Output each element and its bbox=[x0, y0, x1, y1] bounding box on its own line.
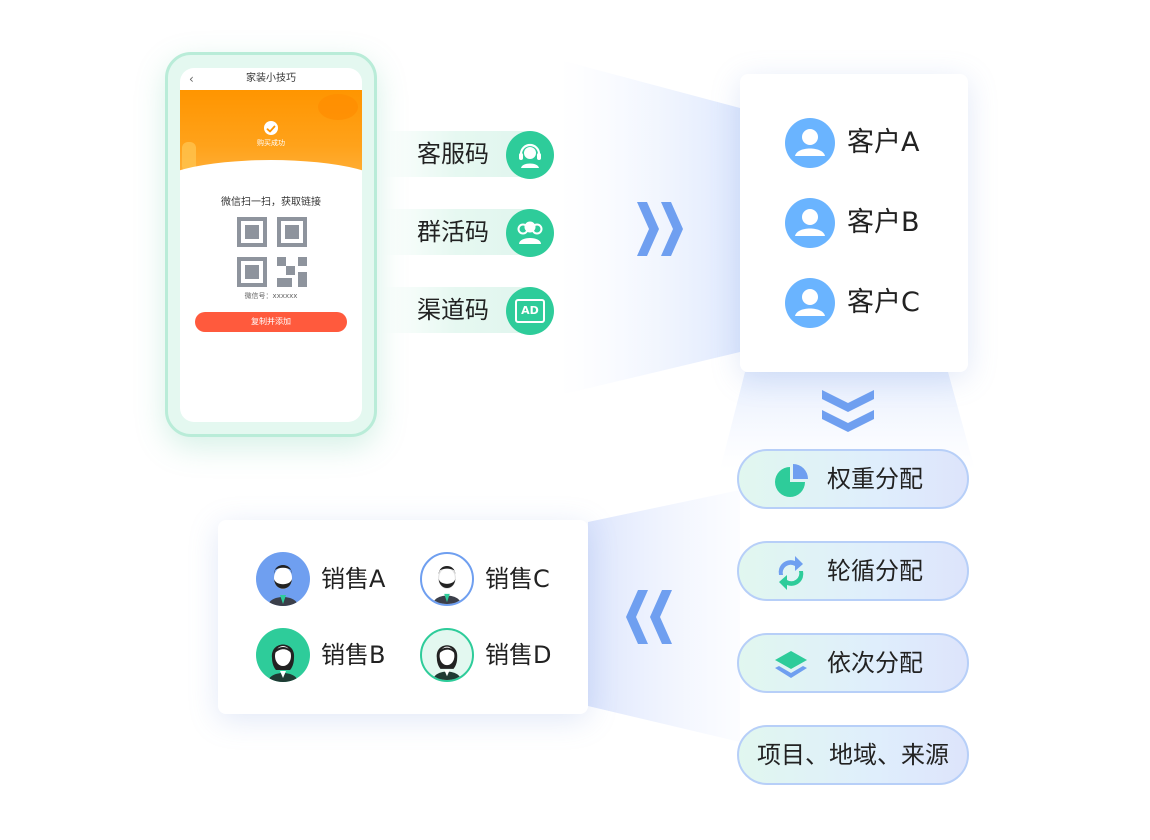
back-icon[interactable]: ‹ bbox=[189, 72, 194, 86]
method-weight: 权重分配 bbox=[737, 449, 969, 509]
banner-decoration bbox=[318, 94, 358, 120]
sales-card: 销售A 销售B 销售C bbox=[218, 520, 588, 714]
copy-add-button[interactable]: 复制并添加 bbox=[195, 312, 347, 332]
customer-item: 客户A bbox=[785, 118, 965, 170]
sales-item: 销售B bbox=[256, 628, 406, 684]
method-label: 权重分配 bbox=[827, 465, 923, 493]
sales-label: 销售C bbox=[485, 565, 550, 593]
ad-icon: AD bbox=[506, 287, 554, 335]
code-label: 客服码 bbox=[417, 140, 489, 168]
code-label: 渠道码 bbox=[417, 296, 489, 324]
male-avatar-icon bbox=[256, 552, 310, 606]
male-avatar-icon bbox=[420, 552, 474, 606]
layers-icon bbox=[775, 651, 807, 678]
female-avatar-icon bbox=[420, 628, 474, 682]
headset-icon bbox=[506, 131, 554, 179]
check-icon bbox=[264, 121, 278, 135]
success-text: 购买成功 bbox=[257, 139, 285, 147]
pie-chart-icon bbox=[775, 464, 808, 497]
customer-card: 客户A 客户B 客户C bbox=[740, 74, 968, 372]
sales-label: 销售B bbox=[321, 641, 386, 669]
method-sequential: 依次分配 bbox=[737, 633, 969, 693]
wechat-id: 微信号：xxxxxx bbox=[244, 292, 298, 300]
method-label: 轮循分配 bbox=[827, 557, 923, 585]
code-pill-service: 客服码 bbox=[380, 131, 554, 179]
code-pill-group: 群活码 bbox=[380, 209, 554, 257]
phone-screen: 家装小技巧 ‹ 购买成功 微信扫一扫，获取链接 微信号：xxxxxx 复制并添加 bbox=[180, 68, 362, 422]
method-label: 项目、地域、来源 bbox=[757, 741, 949, 769]
customer-avatar-icon bbox=[785, 278, 835, 328]
customer-item: 客户B bbox=[785, 198, 965, 250]
method-project-region-source: 项目、地域、来源 bbox=[737, 725, 969, 785]
customer-label: 客户C bbox=[847, 287, 920, 318]
group-icon bbox=[506, 209, 554, 257]
sales-label: 销售A bbox=[321, 565, 386, 593]
double-chevron-down-icon bbox=[822, 390, 874, 432]
double-chevron-right-icon bbox=[637, 202, 683, 256]
method-label: 依次分配 bbox=[827, 649, 923, 677]
customer-label: 客户B bbox=[847, 207, 920, 238]
sales-item: 销售A bbox=[256, 552, 406, 608]
double-chevron-left-icon bbox=[626, 590, 672, 644]
code-label: 群活码 bbox=[417, 218, 489, 246]
sales-item: 销售C bbox=[420, 552, 570, 608]
scan-instruction: 微信扫一扫，获取链接 bbox=[221, 197, 321, 208]
banner-curve bbox=[180, 160, 362, 220]
banner-decoration bbox=[182, 142, 196, 172]
ad-icon-text: AD bbox=[515, 299, 545, 323]
cycle-icon bbox=[778, 556, 804, 590]
customer-label: 客户A bbox=[847, 127, 920, 158]
customer-avatar-icon bbox=[785, 118, 835, 168]
method-round-robin: 轮循分配 bbox=[737, 541, 969, 601]
customer-item: 客户C bbox=[785, 278, 965, 330]
code-pill-channel: 渠道码 AD bbox=[380, 287, 554, 335]
qr-code-icon bbox=[237, 217, 307, 287]
sales-item: 销售D bbox=[420, 628, 570, 684]
sales-label: 销售D bbox=[485, 641, 552, 669]
female-avatar-icon bbox=[256, 628, 310, 682]
customer-avatar-icon bbox=[785, 198, 835, 248]
phone-title: 家装小技巧 bbox=[246, 73, 296, 84]
